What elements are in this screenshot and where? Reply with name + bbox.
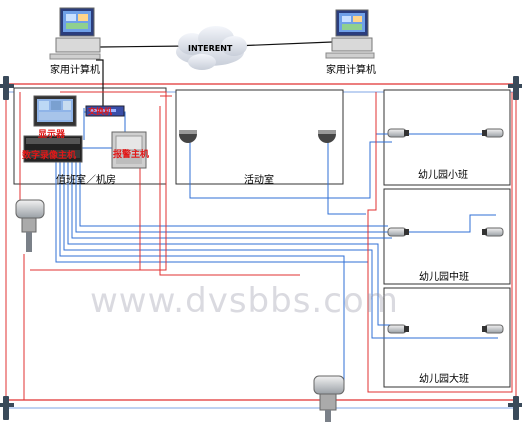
small-class-label: 幼儿园小班 — [418, 170, 468, 181]
computer-icon — [325, 9, 375, 59]
dome-camera-icon — [318, 130, 336, 143]
internet-links — [96, 41, 333, 106]
activity-room-label: 活动室 — [244, 175, 274, 186]
watermark: www.dvsbbs.com — [90, 281, 399, 321]
ptz-camera-icon — [15, 199, 45, 252]
switch-label: 交换机 — [88, 107, 112, 116]
middle-class-label: 幼儿园中班 — [419, 272, 469, 283]
red-cabling — [19, 91, 513, 400]
bullet-camera-icon — [482, 128, 504, 138]
dvr-icon — [23, 135, 83, 163]
bullet-camera-icon — [387, 227, 409, 237]
internet-label: INTERENT — [188, 44, 233, 53]
internet-cloud — [176, 26, 247, 70]
bullet-camera-icon — [387, 128, 409, 138]
dvr-label: 数字录像主机 — [22, 151, 77, 161]
bullet-camera-icon — [387, 324, 409, 334]
switch-icon — [85, 105, 125, 117]
monitor-label: 显示器 — [38, 130, 66, 140]
bullet-camera-icon — [482, 227, 504, 237]
ptz-camera-icon — [313, 375, 345, 422]
bullet-camera-icon — [482, 324, 504, 334]
duty-room-label: 值班室／机房 — [56, 175, 116, 186]
computer-icon — [49, 7, 101, 60]
home-pc-right-label: 家用计算机 — [326, 65, 376, 76]
alarm-label: 报警主机 — [113, 150, 150, 160]
alarm-panel-icon — [111, 131, 147, 169]
big-class-label: 幼儿园大班 — [419, 374, 469, 385]
dome-camera-icon — [179, 130, 197, 143]
home-pc-left-label: 家用计算机 — [50, 65, 100, 76]
monitor-icon — [33, 95, 77, 127]
fence-poles — [0, 76, 522, 420]
